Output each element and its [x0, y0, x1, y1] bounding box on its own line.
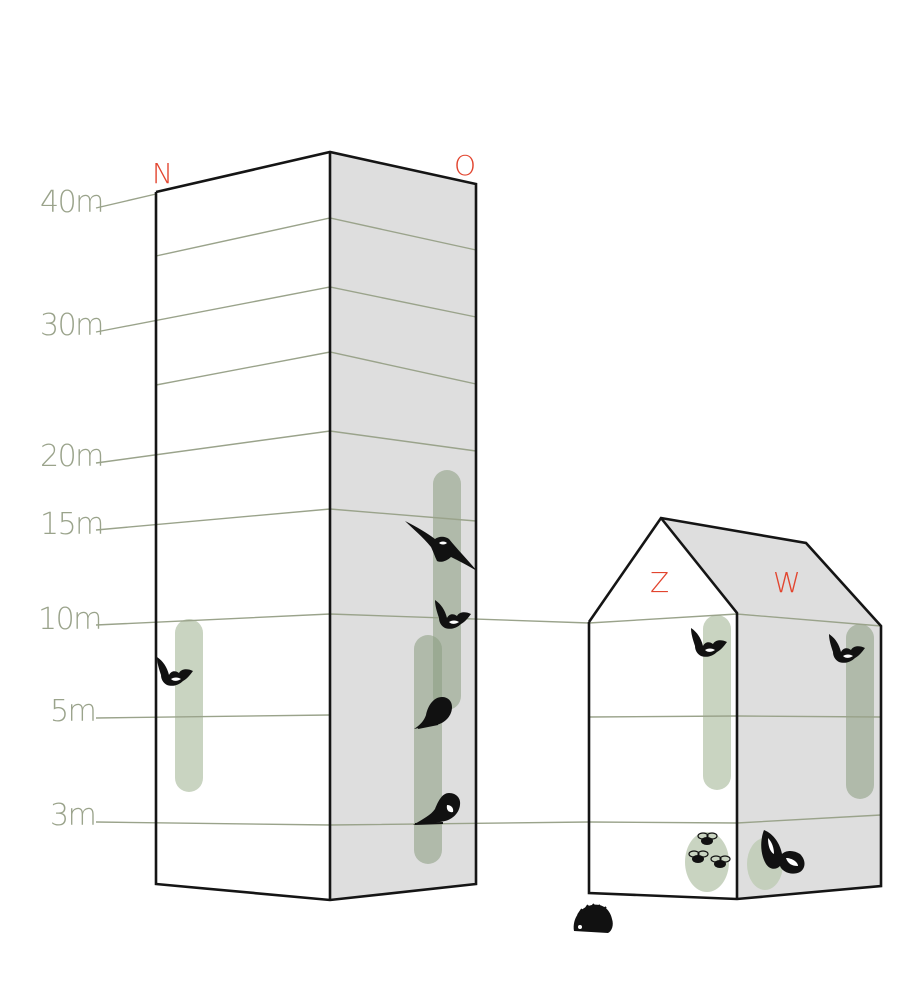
guide-line-40m [95, 193, 157, 209]
house-roof [661, 518, 881, 626]
robin-icon [413, 793, 461, 825]
house-building [589, 518, 881, 899]
height-label-40m: 40m [40, 185, 103, 220]
height-label-3m: 3m [50, 798, 95, 833]
height-label-15m: 15m [40, 507, 103, 542]
habitat-zone-tower-north [175, 619, 203, 792]
building-outlines [154, 150, 883, 902]
swift-icon [405, 521, 477, 571]
habitat-zone-house-west [846, 624, 874, 799]
guide-line-5m [95, 714, 331, 719]
orientation-labels: N O Z W [152, 149, 801, 599]
habitat-zone-house-south [703, 615, 731, 790]
sparrow-icon [414, 697, 452, 729]
height-label-5m: 5m [50, 694, 95, 729]
habitat-zone-house-bees [685, 832, 729, 892]
orientation-label-house-west: W [773, 566, 801, 599]
height-label-30m: 30m [40, 308, 103, 343]
bee-icon [710, 855, 731, 868]
orientation-label-tower-north: N [152, 157, 173, 190]
house-south-wall [589, 518, 737, 899]
house-west-wall [737, 613, 881, 899]
hedgehog-icon [573, 903, 613, 933]
orientation-label-house-south: Z [650, 566, 669, 599]
bee-icon [697, 832, 718, 845]
bee-icon [688, 850, 709, 863]
butterfly-icon [761, 830, 805, 874]
habitat-zone-tower-east-lower [414, 635, 442, 864]
height-label-20m: 20m [40, 439, 103, 474]
height-labels: 40m 30m 20m 15m 10m 5m 3m [38, 185, 104, 833]
height-label-10m: 10m [38, 602, 101, 637]
orientation-label-tower-east: O [454, 149, 476, 182]
